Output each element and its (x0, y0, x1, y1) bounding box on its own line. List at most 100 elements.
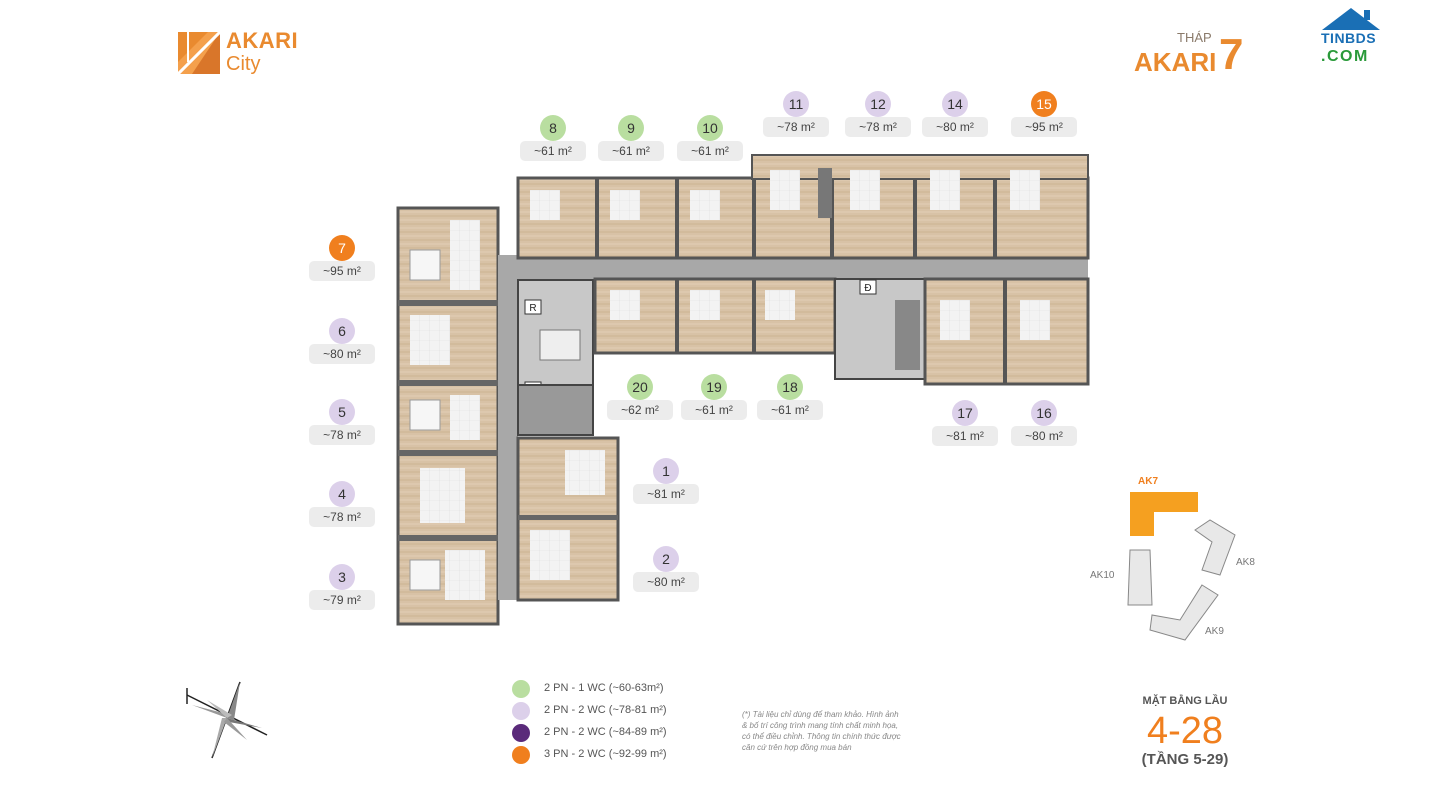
legend-swatch (512, 746, 530, 764)
unit-area: ~61 m² (598, 141, 664, 161)
unit-area: ~95 m² (1011, 117, 1077, 137)
unit-1: 1~81 m² (633, 458, 699, 506)
ak9-label: AK9 (1205, 626, 1224, 637)
ak7-shape (1130, 492, 1198, 536)
unit-number: 6 (329, 318, 355, 344)
unit-area: ~78 m² (763, 117, 829, 137)
unit-area: ~80 m² (922, 117, 988, 137)
tower-title: THÁP AKARI 7 (1130, 30, 1260, 80)
unit-number: 4 (329, 481, 355, 507)
core: R N (517, 279, 594, 436)
unit-18: 18~61 m² (757, 374, 823, 422)
unit-area: ~95 m² (309, 261, 375, 281)
site-key-plan: AK7 AK8 AK10 AK9 (1090, 476, 1255, 641)
left-wing (396, 206, 500, 626)
unit-number: 14 (942, 91, 968, 117)
unit-number: 5 (329, 399, 355, 425)
tower-number: 7 (1219, 30, 1244, 79)
unit-area: ~79 m² (309, 590, 375, 610)
unit-9: 9~61 m² (598, 115, 664, 163)
mid-wing: Đ (593, 277, 1090, 386)
legend-item: 2 PN - 1 WC (~60-63m²) (512, 679, 712, 701)
unit-2: 2~80 m² (633, 546, 699, 594)
unit-number: 19 (701, 374, 727, 400)
legend-text: 2 PN - 2 WC (~78-81 m²) (544, 704, 667, 716)
unit-8: 8~61 m² (520, 115, 586, 163)
unit-number: 7 (329, 235, 355, 261)
unit-7: 7~95 m² (309, 235, 375, 283)
legend-swatch (512, 680, 530, 698)
unit-number: 11 (783, 91, 809, 117)
unit-area: ~62 m² (607, 400, 673, 420)
unit-area: ~78 m² (309, 507, 375, 527)
watermark-line1: TINBDS (1321, 30, 1377, 46)
unit-area: ~78 m² (845, 117, 911, 137)
legend-swatch (512, 724, 530, 742)
watermark-line2: .COM (1321, 48, 1369, 65)
unit-14: 14~80 m² (922, 91, 988, 139)
brand-name: AKARI (226, 28, 299, 53)
unit-6: 6~80 m² (309, 318, 375, 366)
unit-16: 16~80 m² (1011, 400, 1077, 448)
unit-5: 5~78 m² (309, 399, 375, 447)
floor-range: 4-28 (1146, 710, 1224, 752)
unit-number: 9 (618, 115, 644, 141)
core-r-label: R (529, 303, 536, 314)
legend-text: 3 PN - 2 WC (~92-99 m²) (544, 748, 667, 760)
unit-area: ~61 m² (520, 141, 586, 161)
house-icon (1322, 8, 1380, 30)
brand-sub: City (226, 53, 261, 75)
ak8-label: AK8 (1236, 557, 1255, 568)
unit-number: 20 (627, 374, 653, 400)
floor-plan: R N Đ (396, 154, 1090, 626)
unit-number: 17 (952, 400, 978, 426)
legend-text: 2 PN - 1 WC (~60-63m²) (544, 682, 664, 694)
akari-logo-icon (178, 32, 220, 74)
unit-area: ~61 m² (681, 400, 747, 420)
unit-17: 17~81 m² (932, 400, 998, 448)
compass-icon (186, 681, 268, 759)
unit-number: 10 (697, 115, 723, 141)
unit-4: 4~78 m² (309, 481, 375, 529)
unit-12: 12~78 m² (845, 91, 911, 139)
unit-number: 18 (777, 374, 803, 400)
unit-area: ~78 m² (309, 425, 375, 445)
legend: 2 PN - 1 WC (~60-63m²) 2 PN - 2 WC (~78-… (512, 679, 712, 767)
unit-number: 8 (540, 115, 566, 141)
unit-area: ~81 m² (633, 484, 699, 504)
unit-area: ~61 m² (677, 141, 743, 161)
unit-20: 20~62 m² (607, 374, 673, 422)
core-d-label: Đ (864, 283, 871, 294)
legend-item: 2 PN - 2 WC (~84-89 m²) (512, 723, 712, 745)
watermark-logo: TINBDS .COM (1318, 6, 1384, 68)
unit-3: 3~79 m² (309, 564, 375, 612)
unit-11: 11~78 m² (763, 91, 829, 139)
disclaimer-note: (*) Tài liệu chỉ dùng để tham khảo. Hình… (742, 710, 901, 752)
top-wing (516, 154, 1090, 260)
unit-10: 10~61 m² (677, 115, 743, 163)
unit-number: 2 (653, 546, 679, 572)
unit-area: ~61 m² (757, 400, 823, 420)
unit-area: ~80 m² (309, 344, 375, 364)
legend-text: 2 PN - 2 WC (~84-89 m²) (544, 726, 667, 738)
floor-title: MẶT BẰNG LẦU (1142, 695, 1228, 707)
ak7-label: AK7 (1138, 476, 1158, 487)
unit-area: ~81 m² (932, 426, 998, 446)
unit-number: 12 (865, 91, 891, 117)
legend-item: 2 PN - 2 WC (~78-81 m²) (512, 701, 712, 723)
lower-wing (516, 436, 620, 602)
legend-swatch (512, 702, 530, 720)
ak10-label: AK10 (1090, 570, 1115, 581)
tower-prefix: THÁP (1177, 30, 1212, 45)
unit-area: ~80 m² (1011, 426, 1077, 446)
unit-15: 15~95 m² (1011, 91, 1077, 139)
floor-label: MẶT BẰNG LẦU 4-28 (TẦNG 5-29) (1130, 695, 1240, 768)
unit-number: 1 (653, 458, 679, 484)
legend-item: 3 PN - 2 WC (~92-99 m²) (512, 745, 712, 767)
unit-19: 19~61 m² (681, 374, 747, 422)
unit-number: 3 (329, 564, 355, 590)
unit-number: 16 (1031, 400, 1057, 426)
unit-number: 15 (1031, 91, 1057, 117)
floor-note: (TẦNG 5-29) (1141, 751, 1229, 768)
brand-logo-text: AKARI City (226, 28, 299, 75)
